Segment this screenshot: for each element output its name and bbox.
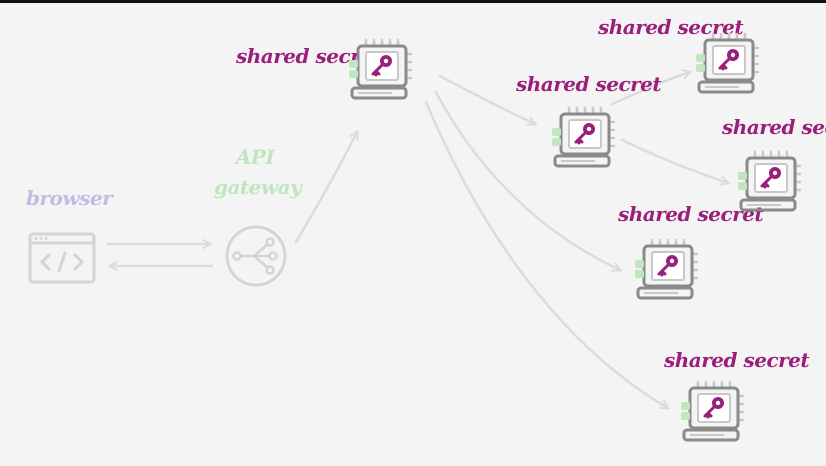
arrow-service-2-to-service-6 [620, 138, 730, 186]
arrow-service-2-to-service-3 [610, 69, 692, 106]
service-4-label: shared secret [618, 202, 764, 226]
service-6-label: shared secret [722, 115, 826, 139]
key-chip-icon [349, 38, 412, 100]
key-chip-icon [738, 150, 801, 212]
key-chip-icon [635, 238, 698, 300]
gateway-label: API gateway [214, 142, 302, 202]
top-border [0, 0, 826, 3]
gateway-label-line-1: API [235, 145, 275, 169]
arrow-service-1-to-service-5 [424, 100, 670, 410]
arrow-gateway-to-service-1 [294, 130, 359, 244]
code-window-icon [28, 232, 96, 284]
key-chip-icon [696, 32, 759, 94]
network-hub-icon [225, 225, 287, 287]
arrow-service-1-to-service-2 [438, 74, 537, 126]
browser-label: browser [26, 186, 113, 210]
service-2-label: shared secret [516, 72, 662, 96]
arrow-service-1-to-service-4 [434, 90, 622, 272]
key-chip-icon [552, 106, 615, 168]
gateway-label-line-2: gateway [214, 175, 302, 199]
service-5-label: shared secret [664, 348, 810, 372]
service-3-label: shared secret [598, 15, 744, 39]
key-chip-icon [681, 380, 744, 442]
